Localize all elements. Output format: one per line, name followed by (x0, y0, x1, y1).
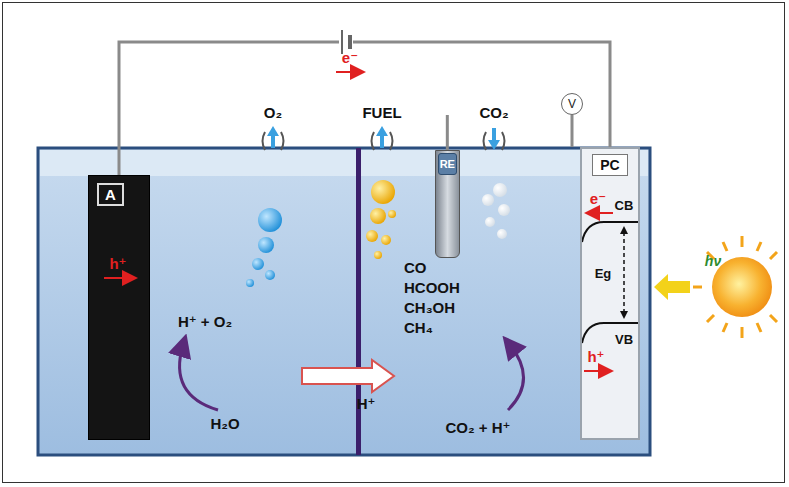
hole-label: h⁺ (109, 256, 126, 273)
node-label: V (568, 97, 576, 111)
product-label: CH₃OH (404, 300, 455, 317)
product-label: CO (404, 260, 427, 277)
reference-electrode: RE (435, 150, 460, 258)
anode-electrode: A (88, 175, 150, 440)
species-label: H₂O (210, 416, 239, 433)
electron-label: e⁻ (342, 50, 358, 67)
band-gap-label: Eg (595, 267, 612, 281)
product-label: HCOOH (404, 280, 460, 297)
gas-label: CO₂ (479, 105, 508, 122)
node-label: A (97, 183, 124, 206)
product-label: CH₄ (404, 320, 433, 337)
species-label: H⁺ + O₂ (178, 314, 232, 331)
wire (446, 115, 449, 150)
gas-label: FUEL (362, 105, 401, 122)
voltmeter-circle: V (561, 93, 583, 115)
proton-label: H⁺ (357, 396, 376, 413)
node-label: PC (592, 154, 627, 176)
photocathode: PC (580, 147, 640, 440)
wire (119, 42, 610, 175)
electron-label: e⁻ (590, 191, 606, 208)
species-label: CO₂ + H⁺ (445, 420, 510, 437)
gas-label: O₂ (264, 105, 282, 122)
hole-label: h⁺ (587, 349, 604, 366)
photon-label: hν (705, 254, 721, 269)
node-label: RE (438, 153, 457, 175)
band-label: CB (615, 199, 634, 213)
band-label: VB (615, 333, 633, 347)
wire (571, 115, 574, 147)
